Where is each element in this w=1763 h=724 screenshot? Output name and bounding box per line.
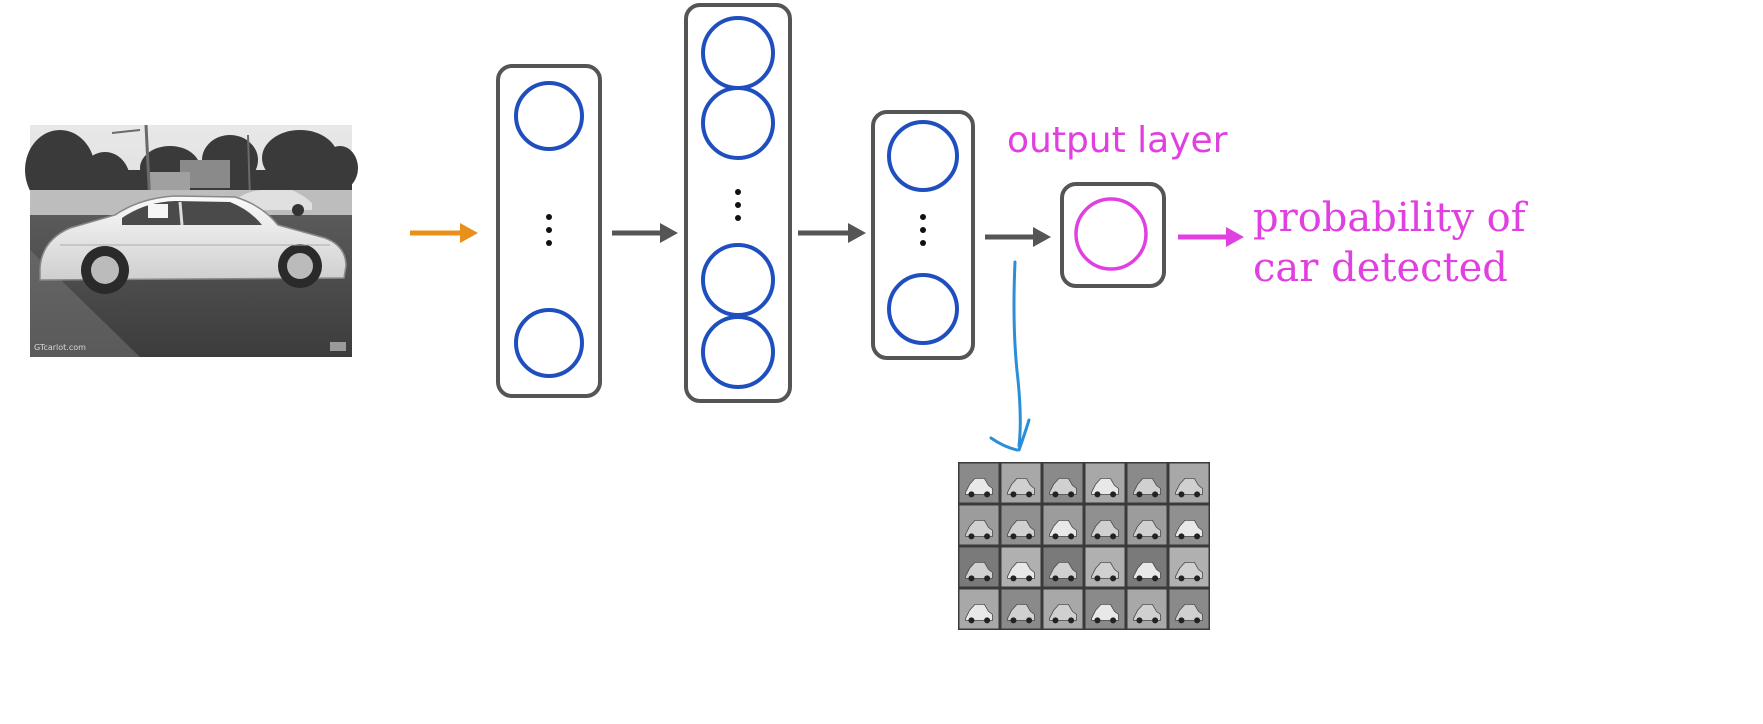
layer-1-ellipsis: [546, 214, 552, 246]
layer-1-box: [496, 64, 602, 398]
feature-tile: [1043, 463, 1083, 503]
feature-tile: [1001, 463, 1041, 503]
layer-2-node: [701, 315, 775, 389]
layer-2-node: [701, 86, 775, 160]
output-layer-box: [1060, 182, 1166, 288]
layer-3-node: [887, 273, 959, 345]
feature-tile: [959, 463, 999, 503]
probability-label-line1: probability of: [1253, 195, 1529, 241]
input-arrow: [410, 223, 478, 243]
feature-tile: [959, 505, 999, 545]
feature-tile: [1043, 505, 1083, 545]
feature-tile: [1085, 589, 1125, 629]
main-car: [39, 195, 347, 294]
layer-3-ellipsis: [920, 214, 926, 246]
image-watermark: GTcarlot.com: [34, 343, 86, 352]
feature-tile: [1169, 589, 1209, 629]
feature-tile: [1043, 547, 1083, 587]
probability-label-line2: car detected: [1253, 245, 1508, 291]
feature-tile: [1001, 505, 1041, 545]
hidden-layer-2: [684, 3, 792, 403]
feature-tile: [1127, 547, 1167, 587]
car-feature-grid: [958, 462, 1210, 630]
layer-3-node: [887, 120, 959, 192]
feature-tile: [1127, 589, 1167, 629]
layer-1-node: [514, 81, 584, 151]
feature-tile: [1169, 463, 1209, 503]
feature-tile: [1085, 547, 1125, 587]
input-car-image: GTcarlot.com: [25, 124, 358, 357]
layer-3-box: [871, 110, 975, 360]
feature-tile: [1085, 505, 1125, 545]
feature-tile: [1085, 463, 1125, 503]
output-node: [1074, 197, 1148, 271]
feature-tile: [1169, 505, 1209, 545]
feature-tile: [1127, 463, 1167, 503]
feature-visualization-arrow: [989, 260, 1031, 452]
layer-2-ellipsis: [735, 189, 741, 221]
feature-tile: [1001, 547, 1041, 587]
hidden-layer-3: [871, 110, 975, 360]
layer-2-node: [701, 243, 775, 317]
feature-tile: [959, 589, 999, 629]
arrow-layer3-to-output: [985, 227, 1051, 247]
feature-tile: [1127, 505, 1167, 545]
arrow-layer1-to-layer2: [612, 223, 678, 243]
output-arrow: [1178, 227, 1244, 247]
feature-tile: [1169, 547, 1209, 587]
layer-1-node: [514, 308, 584, 378]
feature-tile: [1043, 589, 1083, 629]
feature-tile: [959, 547, 999, 587]
output-layer: [1060, 182, 1166, 288]
layer-2-node: [701, 16, 775, 90]
arrow-layer2-to-layer3: [798, 223, 866, 243]
hidden-layer-1: [496, 64, 602, 398]
feature-tile: [1001, 589, 1041, 629]
output-layer-label: output layer: [1007, 120, 1228, 161]
layer-2-box: [684, 3, 792, 403]
